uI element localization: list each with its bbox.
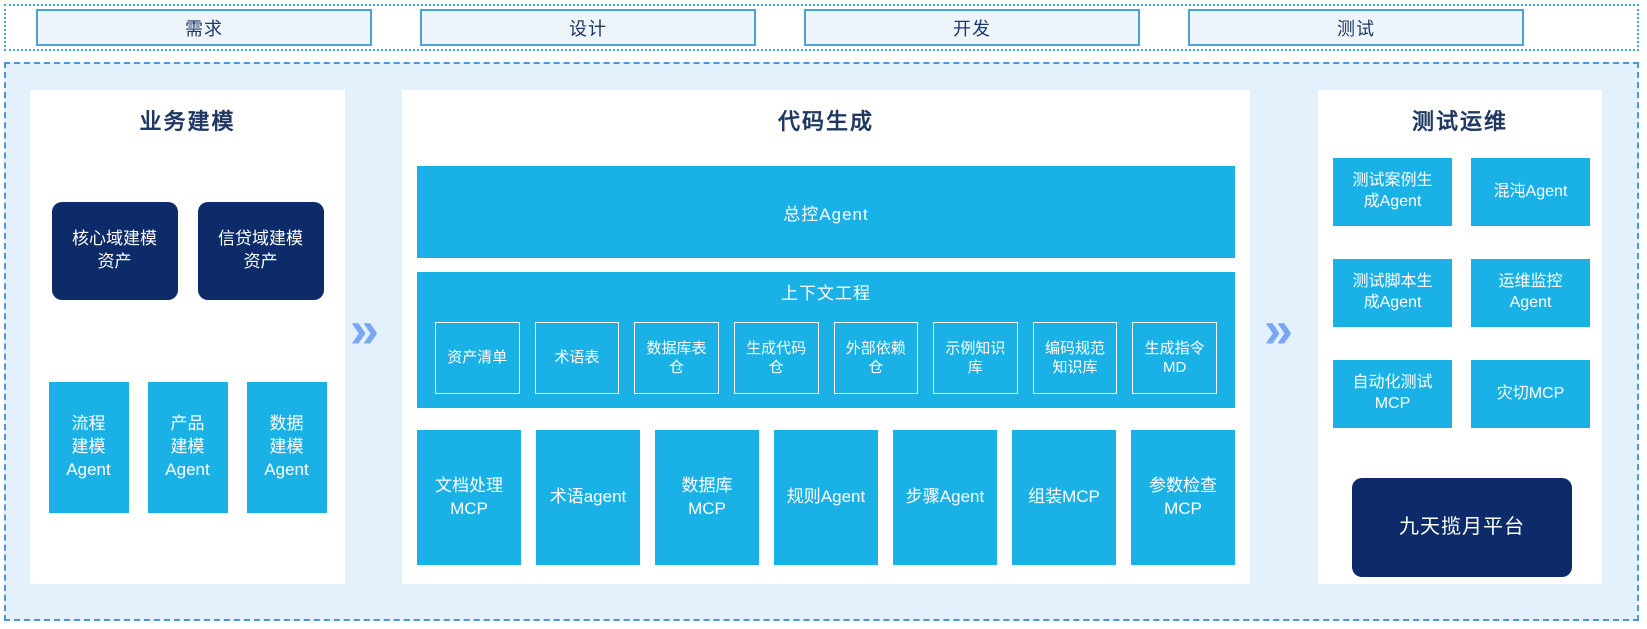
ops-box-test-case-gen-agent: 测试案例生成Agent <box>1333 158 1452 226</box>
modeling-assets-row: 核心域建模资产 信贷域建模资产 <box>30 202 345 300</box>
ops-box-auto-test-mcp: 自动化测试MCP <box>1333 360 1452 428</box>
panel-business-modeling: 业务建模 核心域建模资产 信贷域建模资产 流程建模Agent 产品建模Agent… <box>30 90 345 584</box>
context-engineering-title: 上下文工程 <box>781 284 871 303</box>
phase-label: 需求 <box>185 18 223 39</box>
context-engineering-panel: 上下文工程 资产清单 术语表 数据库表仓 生成代码仓 外部依赖仓 示例知识库 编… <box>417 272 1235 408</box>
panel-title-code-generation: 代码生成 <box>777 109 874 134</box>
phase-label: 开发 <box>953 18 991 39</box>
tool-box-rule-agent: 规则Agent <box>774 430 878 565</box>
panel-test-ops: 测试运维 测试案例生成Agent 混沌Agent 测试脚本生成Agent 运维监… <box>1318 90 1602 584</box>
phase-box-testing: 测试 <box>1188 9 1524 46</box>
tool-box-database-mcp: 数据库MCP <box>655 430 759 565</box>
tool-box-doc-processing-mcp: 文档处理MCP <box>417 430 521 565</box>
tool-box-step-agent: 步骤Agent <box>893 430 997 565</box>
ops-box-disaster-switch-mcp: 灾切MCP <box>1471 360 1590 428</box>
tool-box-glossary-agent: 术语agent <box>536 430 640 565</box>
agent-box-data-modeling: 数据建模Agent <box>246 382 327 513</box>
context-item-generated-code-repo: 生成代码仓 <box>733 322 819 394</box>
ops-box-test-script-gen-agent: 测试脚本生成Agent <box>1333 259 1452 327</box>
context-item-coding-standard-kb: 编码规范知识库 <box>1032 322 1118 394</box>
phase-box-development: 开发 <box>804 9 1140 46</box>
ops-box-chaos-agent: 混沌Agent <box>1471 158 1590 226</box>
panel-code-generation: 代码生成 总控Agent 上下文工程 资产清单 术语表 数据库表仓 生成代码仓 … <box>402 90 1250 584</box>
master-agent-bar: 总控Agent <box>417 166 1235 258</box>
flow-arrow-icon: » <box>1264 301 1293 359</box>
phase-strip: 需求 设计 开发 测试 <box>4 4 1639 51</box>
context-item-example-kb: 示例知识库 <box>933 322 1018 394</box>
context-item-gen-instruction-md: 生成指令MD <box>1132 322 1217 394</box>
panel-title-test-ops: 测试运维 <box>1411 109 1508 134</box>
phase-box-requirements: 需求 <box>36 9 372 46</box>
context-items-row: 资产清单 术语表 数据库表仓 生成代码仓 外部依赖仓 示例知识库 编码规范知识库… <box>435 322 1217 394</box>
ops-box-ops-monitor-agent: 运维监控Agent <box>1471 259 1590 327</box>
phase-box-design: 设计 <box>420 9 756 46</box>
flow-arrow-icon: » <box>350 301 379 359</box>
phase-label: 设计 <box>569 18 607 39</box>
test-ops-grid: 测试案例生成Agent 混沌Agent 测试脚本生成Agent 运维监控Agen… <box>1333 158 1591 428</box>
asset-box-credit-domain: 信贷域建模资产 <box>197 202 324 300</box>
platform-box-jiutian-lanyue: 九天揽月平台 <box>1352 478 1572 577</box>
modeling-agents-row: 流程建模Agent 产品建模Agent 数据建模Agent <box>30 382 345 513</box>
context-item-db-table-repo: 数据库表仓 <box>634 322 719 394</box>
agent-box-product-modeling: 产品建模Agent <box>147 382 228 513</box>
pipeline-container: 业务建模 核心域建模资产 信贷域建模资产 流程建模Agent 产品建模Agent… <box>4 62 1639 621</box>
codegen-tools-row: 文档处理MCP 术语agent 数据库MCP 规则Agent 步骤Agent 组… <box>417 430 1235 565</box>
tool-box-assembly-mcp: 组装MCP <box>1012 430 1116 565</box>
context-item-asset-list: 资产清单 <box>435 322 520 394</box>
tool-box-param-check-mcp: 参数检查MCP <box>1131 430 1235 565</box>
panel-title-business-modeling: 业务建模 <box>139 109 236 134</box>
context-item-external-deps-repo: 外部依赖仓 <box>833 322 919 394</box>
asset-box-core-domain: 核心域建模资产 <box>51 202 178 300</box>
context-item-glossary: 术语表 <box>534 322 620 394</box>
phase-label: 测试 <box>1337 18 1375 39</box>
agent-box-process-modeling: 流程建模Agent <box>48 382 129 513</box>
